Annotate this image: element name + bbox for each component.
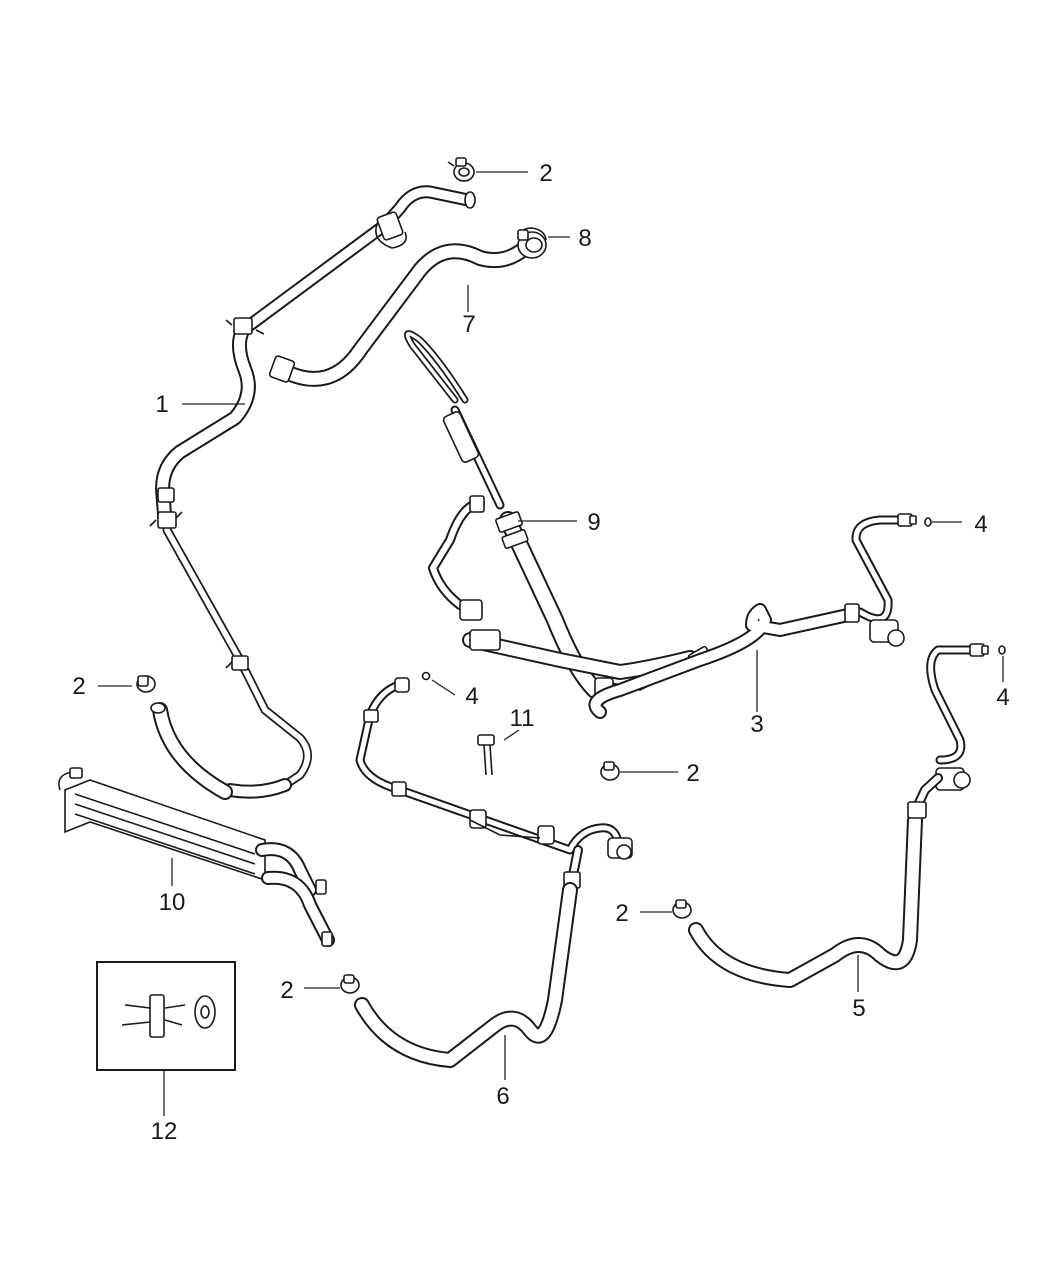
- clamp-2-top: [447, 157, 475, 182]
- clamp-2-left: [136, 675, 156, 693]
- callout-12: 12: [151, 1118, 178, 1145]
- hose-stub-left: [150, 702, 233, 800]
- callout-2-right: 2: [615, 900, 628, 927]
- o-ring-4-b: [421, 671, 431, 681]
- hose-5: [688, 643, 989, 988]
- callout-5: 5: [852, 995, 865, 1022]
- callout-4-c: 4: [996, 684, 1009, 711]
- callout-2-lower: 2: [280, 977, 293, 1004]
- callout-11: 11: [510, 705, 535, 732]
- clamp-8: [517, 227, 547, 241]
- clamp-2-lower: [340, 974, 360, 994]
- callout-4-b: 4: [465, 683, 478, 710]
- callout-7: 7: [462, 311, 475, 338]
- callout-8: 8: [578, 225, 591, 252]
- callout-3: 3: [750, 711, 763, 738]
- callout-10: 10: [159, 889, 186, 916]
- clamp-2-mid: [600, 761, 620, 781]
- hose-9: [404, 330, 713, 699]
- callout-2-mid: 2: [686, 760, 699, 787]
- leader-lines: [98, 171, 1004, 1116]
- hose-3: [588, 513, 917, 719]
- callout-1: 1: [155, 391, 168, 418]
- hose-6: [354, 677, 633, 1068]
- hose-1: [149, 185, 476, 799]
- bolt-11: [477, 734, 495, 776]
- callout-2-top: 2: [539, 160, 552, 187]
- hose-7: [268, 231, 547, 387]
- cooler-10: [58, 767, 335, 947]
- kit-box-12: [96, 961, 236, 1071]
- o-ring-4-a: [924, 517, 932, 527]
- callout-2-left: 2: [72, 673, 85, 700]
- o-ring-4-c: [998, 645, 1006, 655]
- callout-4-a: 4: [974, 511, 987, 538]
- clamp-2-right: [672, 899, 692, 919]
- callout-6: 6: [496, 1083, 509, 1110]
- callout-9: 9: [587, 509, 600, 536]
